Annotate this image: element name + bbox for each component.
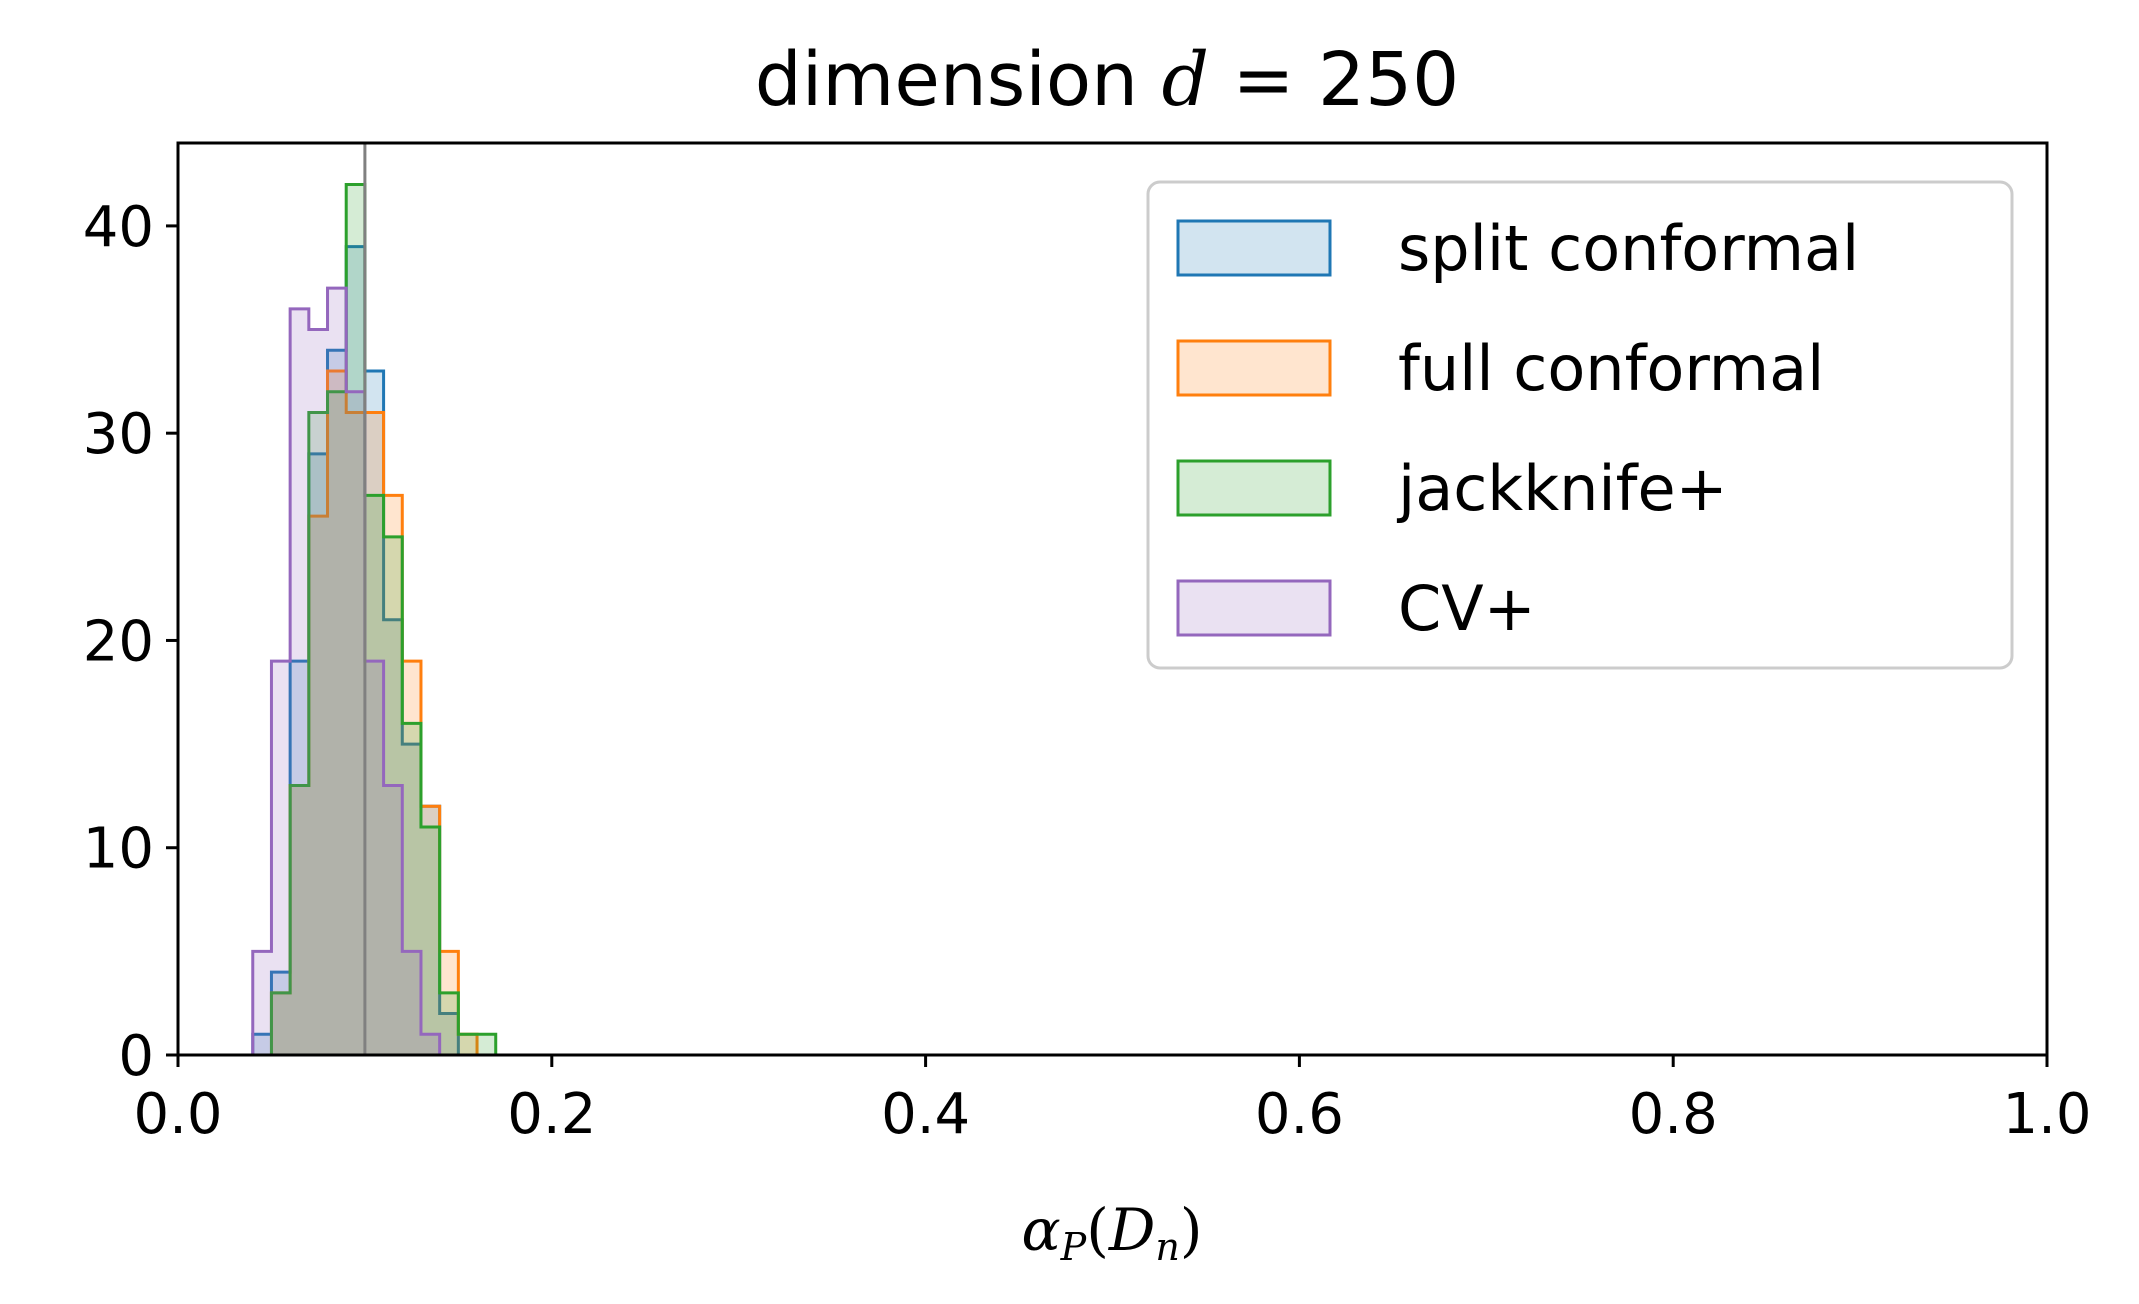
legend-swatch xyxy=(1176,219,1332,277)
y-tick-label: 10 xyxy=(83,817,154,882)
y-tick-label: 20 xyxy=(83,609,154,674)
x-tick-label: 0.8 xyxy=(1629,1082,1718,1147)
title-variable: d xyxy=(1162,37,1209,123)
legend-items: split conformal full conformal jackknife+ C… xyxy=(1176,212,1859,645)
legend-swatch xyxy=(1176,459,1332,517)
x-tick-label: 0.4 xyxy=(881,1082,970,1147)
x-tick-label: 0.0 xyxy=(133,1082,222,1147)
x-axis-ticks: 0.0 0.2 0.4 0.6 0.8 1.0 xyxy=(133,1055,2092,1147)
legend-label: jackknife+ xyxy=(1396,452,1728,525)
plot-frame xyxy=(176,141,2049,1057)
y-tick-label: 30 xyxy=(83,402,154,467)
legend-swatch xyxy=(1176,579,1332,637)
chart-title: dimension d = 250 xyxy=(755,37,1460,123)
y-axis-ticks: 0 10 20 30 40 xyxy=(83,195,178,1089)
legend: split conformal full conformal jackknife+ C… xyxy=(1146,180,2014,670)
x-tick-label: 0.2 xyxy=(507,1082,596,1147)
legend-label: CV+ xyxy=(1398,572,1536,645)
legend-label: full conformal xyxy=(1398,332,1824,405)
legend-box xyxy=(1146,180,2014,670)
legend-label: split conformal xyxy=(1398,212,1859,285)
histogram-bars xyxy=(251,182,498,1057)
y-tick-label: 0 xyxy=(118,1024,154,1089)
y-tick-label: 40 xyxy=(83,195,154,260)
legend-swatch xyxy=(1176,339,1332,397)
histogram-series-2 xyxy=(252,182,498,1057)
x-tick-label: 1.0 xyxy=(2002,1082,2091,1147)
x-axis-label: αP(Dn) xyxy=(1021,1196,1202,1269)
x-tick-label: 0.6 xyxy=(1255,1082,1344,1147)
